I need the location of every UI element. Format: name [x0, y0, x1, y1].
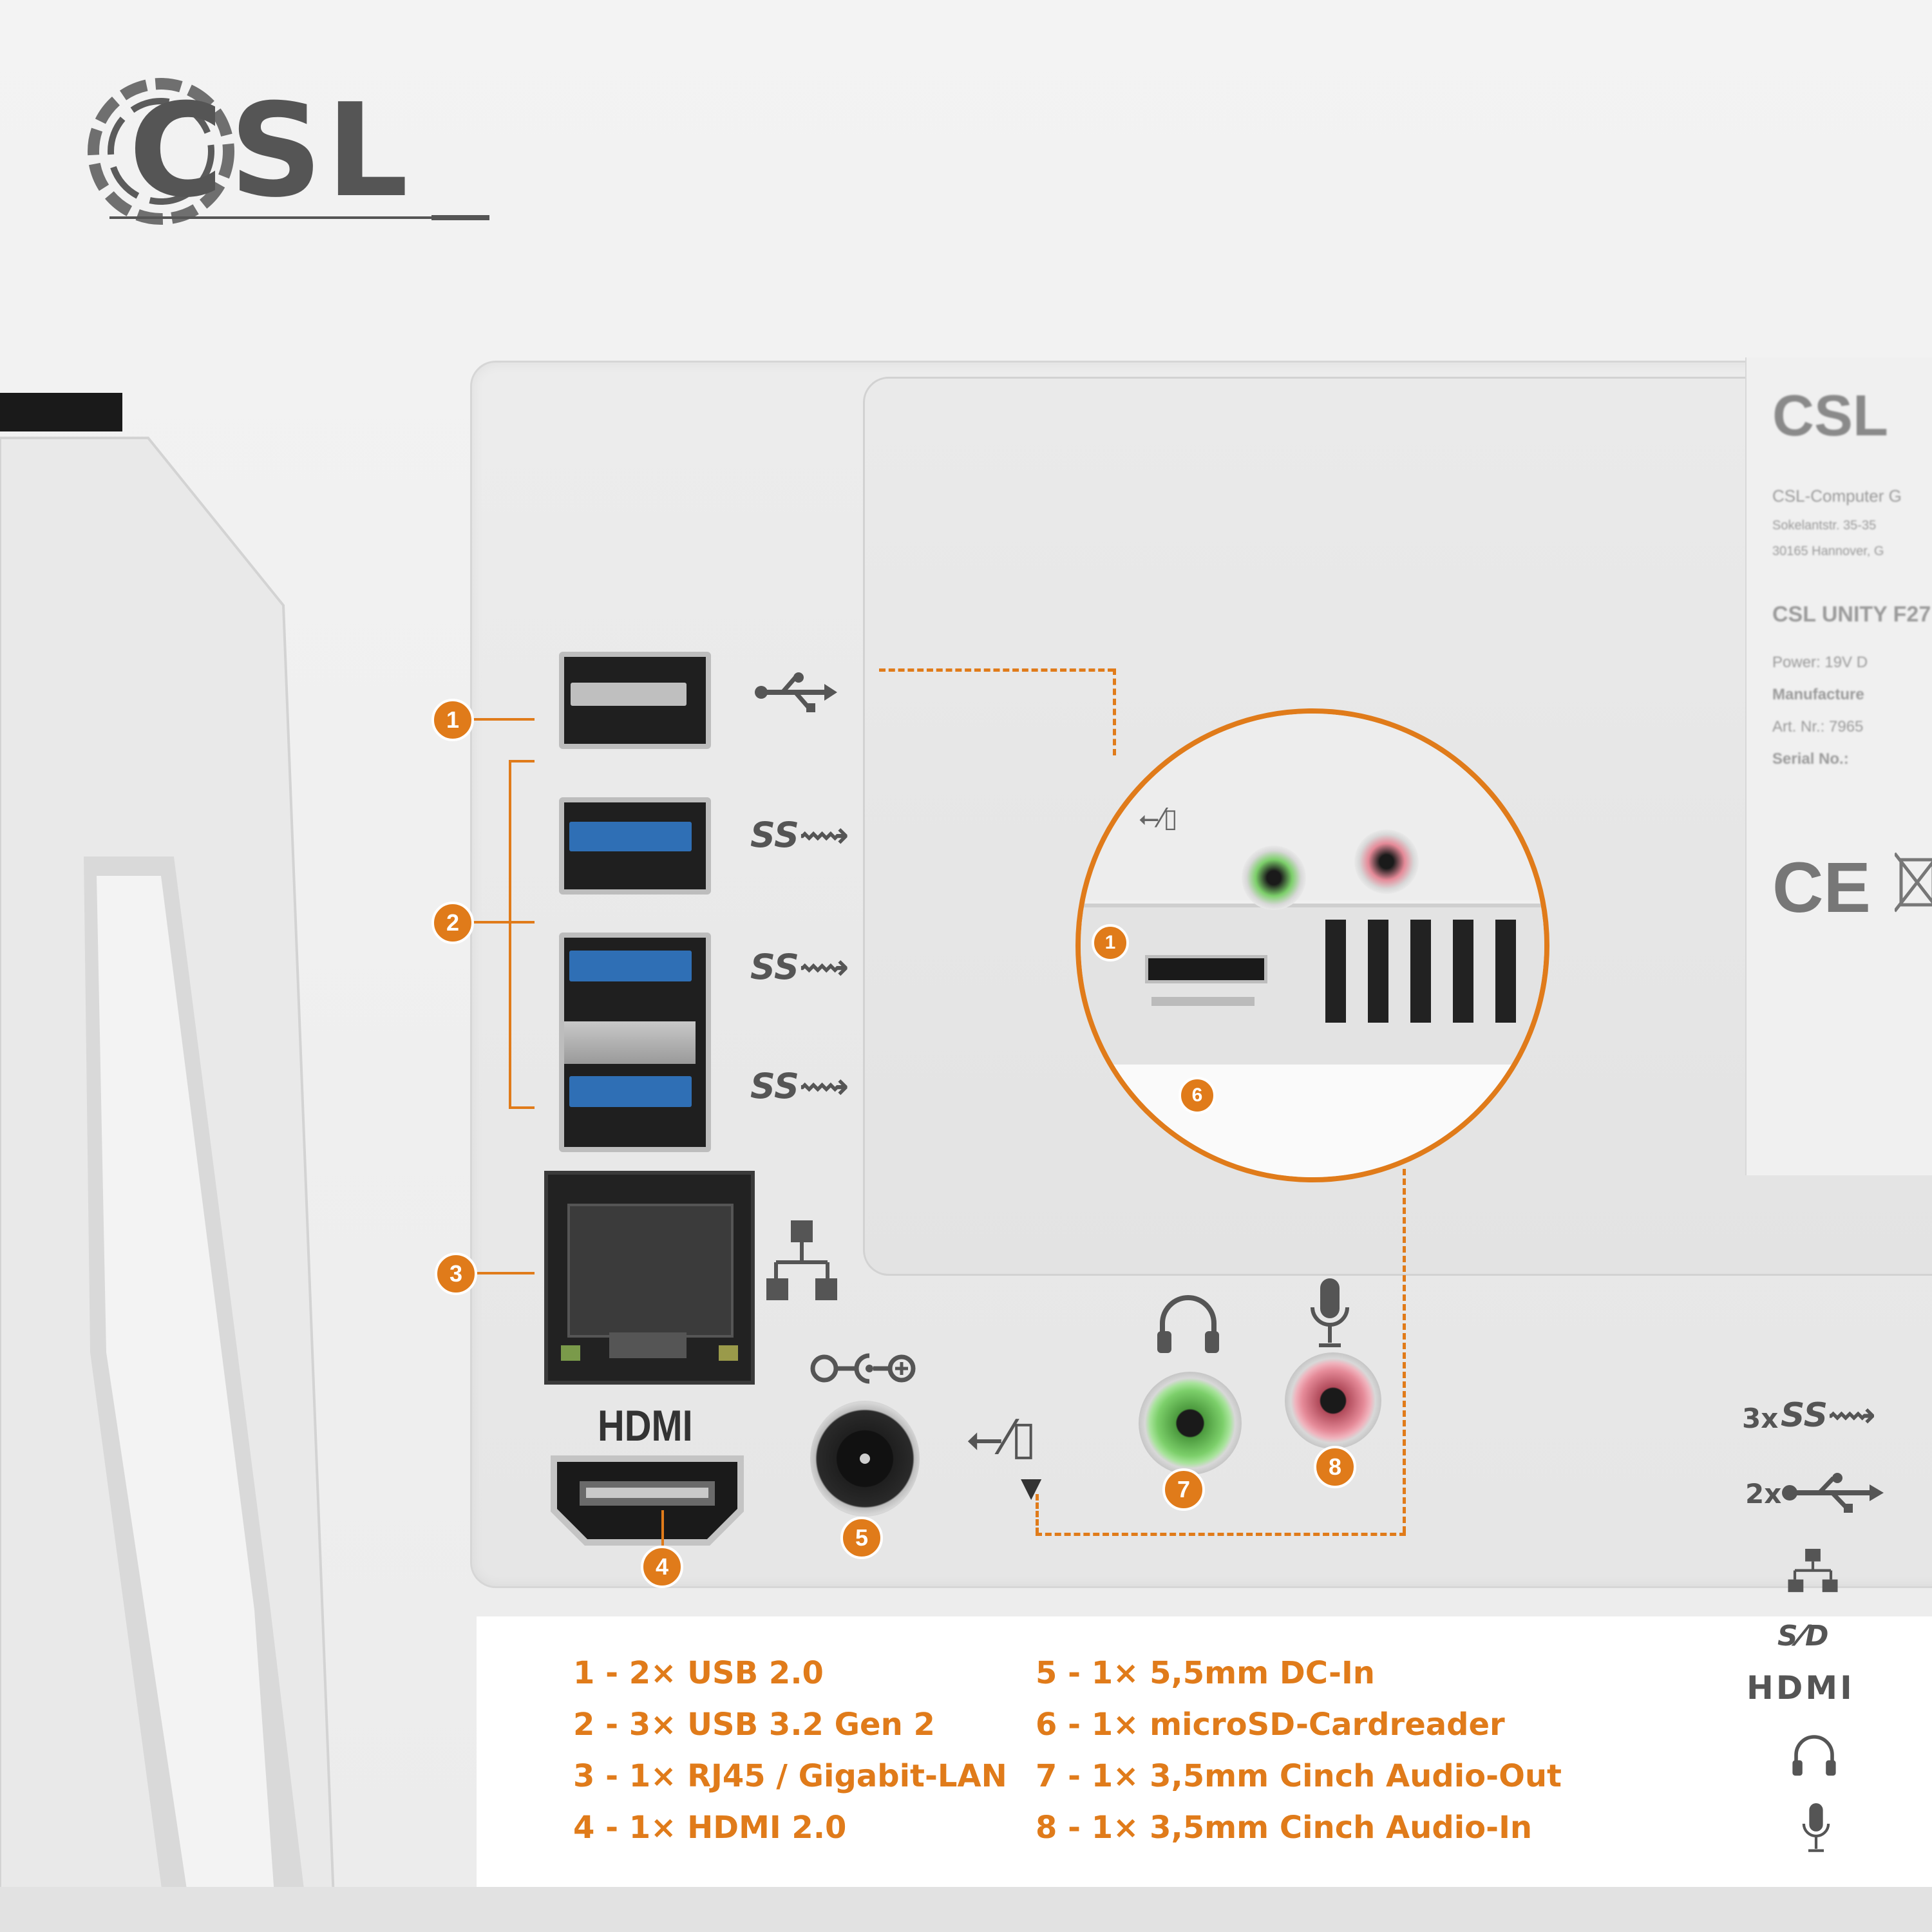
zoom-connector [1403, 1169, 1406, 1533]
microsd-slot-lip [1151, 997, 1255, 1006]
usb3-port [559, 797, 711, 895]
leader-line [470, 1272, 535, 1274]
network-icon [1788, 1549, 1838, 1593]
zoom-connector [879, 668, 1114, 672]
rating-label-line: Serial No.: [1772, 750, 1849, 768]
legend-item: 3 - 1× RJ45 / Gigabit-LAN [573, 1758, 1007, 1794]
usb-icon [755, 672, 837, 712]
hdmi-label: HDMI [598, 1401, 693, 1450]
rating-label: CSL CSL-Computer G Sokelantstr. 35-35 30… [1745, 357, 1932, 1175]
badge-4: 4 [641, 1546, 683, 1588]
legend-item: 5 - 1× 5,5mm DC-In [1036, 1655, 1375, 1691]
usb3-count: 3x [1742, 1403, 1779, 1434]
leader-line [470, 921, 535, 923]
rj45-port [544, 1171, 755, 1385]
zoom-connector [1036, 1494, 1039, 1534]
rating-label-line: Manufacture [1772, 686, 1864, 703]
caption-area [477, 1616, 1932, 1887]
card-reader-zoom: ⭠⁄▯ [1075, 708, 1549, 1182]
usb2-count: 2x [1745, 1478, 1782, 1510]
microphone-icon [1802, 1803, 1830, 1852]
badge-5: 5 [840, 1517, 883, 1559]
hdmi-logo: HDMI [1747, 1669, 1855, 1707]
usb3-ss-icon: SS⟿ [750, 947, 849, 987]
usb2-port [559, 652, 711, 749]
leader-line [470, 718, 535, 721]
badge-8: 8 [1314, 1446, 1356, 1488]
rating-label-line: CSL UNITY F27 [1772, 602, 1931, 627]
microsd-slot [1145, 955, 1267, 983]
network-icon [766, 1220, 837, 1300]
leader-line [509, 760, 535, 762]
usb3-ss-icon: SS⟿ [750, 815, 849, 855]
logo-text: CSL [129, 76, 412, 226]
sd-logo-icon: S⁄D [1777, 1620, 1830, 1653]
legend-item: 8 - 1× 3,5mm Cinch Audio-In [1036, 1810, 1533, 1846]
leader-line [661, 1510, 664, 1546]
badge-2: 2 [431, 902, 474, 944]
dc-polarity-icon [810, 1353, 916, 1384]
legend-item: 1 - 2× USB 2.0 [573, 1655, 824, 1691]
headphones-icon [1157, 1295, 1219, 1353]
usb3-ss-icon: SS⟿ [1781, 1396, 1876, 1435]
legend-item: 6 - 1× microSD-Cardreader [1036, 1707, 1505, 1743]
usb-sd-icon: ⭠⁄▯ [966, 1410, 1037, 1464]
rating-label-line: Art. Nr.: 7965 [1772, 718, 1864, 735]
badge-7: 7 [1162, 1468, 1205, 1511]
usb-icon [1782, 1473, 1884, 1513]
monitor-stand [0, 386, 361, 1932]
badge-1-zoom: 1 [1092, 924, 1129, 961]
rating-label-line: Sokelantstr. 35-35 [1772, 518, 1877, 533]
leader-line [509, 1106, 535, 1109]
usb-sd-icon-small: ⭠⁄▯ [1139, 804, 1178, 833]
hdmi-port [551, 1455, 744, 1546]
usb3-stack [559, 933, 711, 1152]
legend-item: 2 - 3× USB 3.2 Gen 2 [573, 1707, 935, 1743]
logo-gear-icon [88, 78, 489, 225]
legend-item: 4 - 1× HDMI 2.0 [573, 1810, 847, 1846]
badge-3: 3 [435, 1253, 477, 1295]
audio-in-jack-zoom [1354, 829, 1419, 894]
csl-logo: CSL [71, 61, 509, 242]
rating-label-line: 30165 Hannover, G [1772, 544, 1884, 558]
vent-grille [1325, 920, 1538, 1023]
rating-label-line: Power: 19V D [1772, 654, 1868, 671]
dc-in-port [810, 1401, 920, 1517]
headphones-icon [1792, 1735, 1836, 1776]
leader-line [509, 760, 511, 1108]
microphone-icon [1311, 1278, 1349, 1347]
zoom-connector [1113, 668, 1116, 755]
rating-label-line: CSL-Computer G [1772, 486, 1902, 506]
badge-1: 1 [431, 699, 474, 741]
rating-label-logo: CSL [1772, 384, 1888, 448]
usb3-ss-icon: SS⟿ [750, 1066, 849, 1106]
badge-6-zoom: 6 [1179, 1077, 1216, 1114]
audio-out-jack-zoom [1242, 846, 1306, 910]
audio-in-jack [1285, 1352, 1381, 1449]
legend-item: 7 - 1× 3,5mm Cinch Audio-Out [1036, 1758, 1562, 1794]
audio-out-jack [1139, 1372, 1242, 1475]
zoom-connector [1036, 1533, 1406, 1536]
ce-mark: CE [1772, 848, 1871, 927]
weee-bin-icon [1895, 852, 1932, 913]
footer-strip [0, 1887, 1932, 1932]
